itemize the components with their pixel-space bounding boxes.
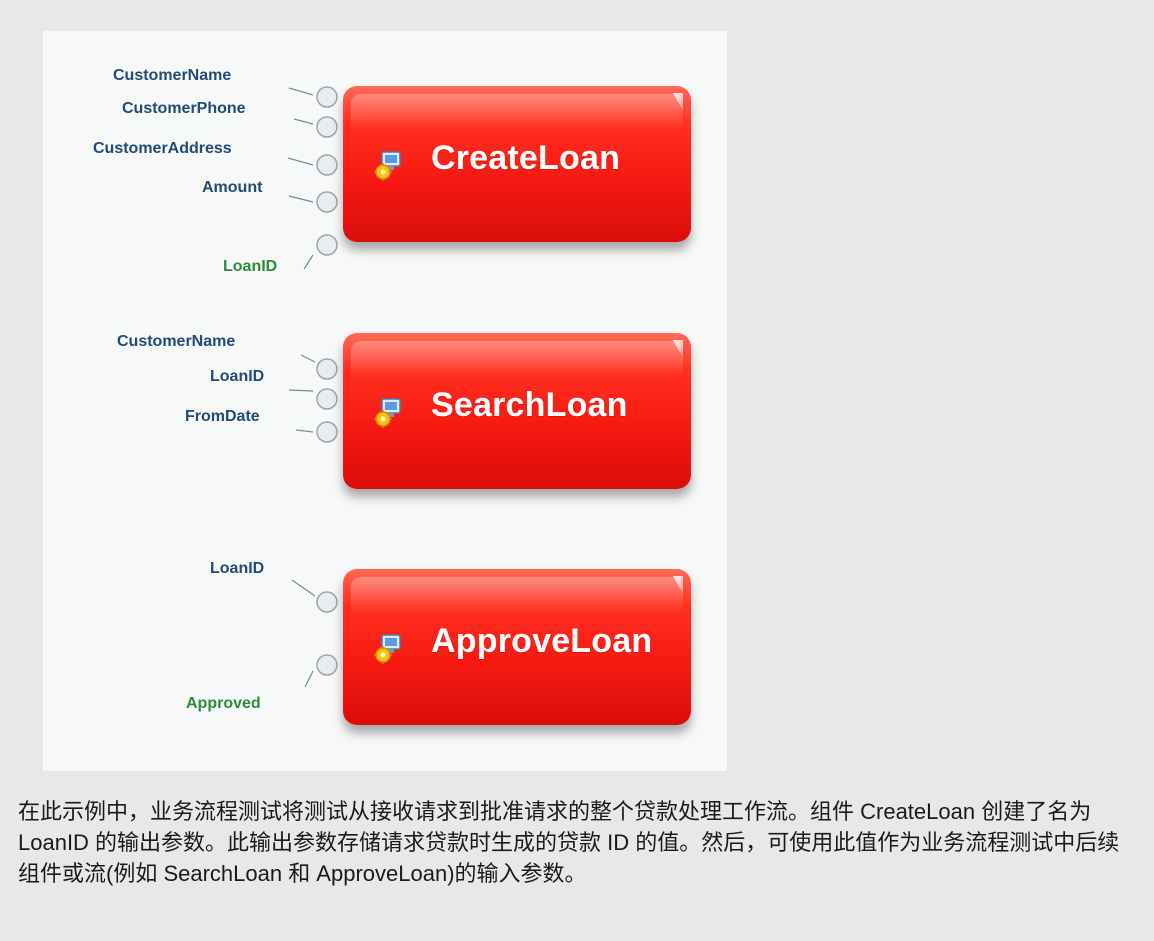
link-search-loanid bbox=[288, 389, 314, 392]
input-port-icon bbox=[316, 86, 338, 108]
link-create-customerphone bbox=[293, 118, 314, 125]
component-body bbox=[343, 86, 691, 242]
component-icon bbox=[374, 398, 401, 428]
link-create-loanid bbox=[303, 254, 314, 270]
link-search-fromdate bbox=[295, 429, 314, 433]
component-shine bbox=[351, 577, 683, 615]
diagram-caption: 在此示例中，业务流程测试将测试从接收请求到批准请求的整个贷款处理工作流。组件 C… bbox=[18, 799, 1120, 886]
searchloan-component[interactable]: SearchLoan bbox=[343, 333, 691, 489]
port-links-layer bbox=[287, 86, 338, 688]
output-label: Approved bbox=[186, 695, 261, 712]
component-icon bbox=[374, 151, 401, 181]
corner-marker bbox=[673, 340, 683, 358]
link-create-customeraddress bbox=[287, 157, 314, 166]
output-port-icon bbox=[316, 234, 338, 256]
input-port-icon bbox=[316, 191, 338, 213]
input-label: Amount bbox=[202, 179, 263, 196]
input-port-icon bbox=[316, 388, 338, 410]
output-port-icon bbox=[316, 654, 338, 676]
createloan-component[interactable]: CreateLoan bbox=[343, 86, 691, 242]
input-label: CustomerAddress bbox=[93, 140, 232, 157]
diagram-panel: CustomerName CustomerPhone CustomerAddre… bbox=[43, 31, 727, 771]
link-approve-approved bbox=[304, 670, 314, 688]
link-search-customername bbox=[300, 354, 316, 363]
link-approve-loanid bbox=[291, 579, 316, 597]
input-label: CustomerPhone bbox=[122, 100, 246, 117]
input-label: FromDate bbox=[185, 408, 260, 425]
component-shine bbox=[351, 341, 683, 379]
component-body bbox=[343, 333, 691, 489]
input-port-icon bbox=[316, 421, 338, 443]
approveloan-component[interactable]: ApproveLoan bbox=[343, 569, 691, 725]
input-label: LoanID bbox=[210, 560, 265, 577]
input-port-icon bbox=[316, 591, 338, 613]
input-label: CustomerName bbox=[117, 333, 236, 350]
link-create-amount bbox=[288, 195, 314, 203]
component-title: SearchLoan bbox=[431, 386, 628, 424]
output-label: LoanID bbox=[223, 258, 278, 275]
corner-marker bbox=[673, 576, 683, 594]
link-create-customername bbox=[288, 87, 314, 96]
input-label: CustomerName bbox=[113, 67, 232, 84]
component-icon bbox=[374, 634, 401, 664]
input-port-icon bbox=[316, 116, 338, 138]
component-title: CreateLoan bbox=[431, 139, 621, 177]
corner-marker bbox=[673, 93, 683, 111]
input-port-icon bbox=[316, 154, 338, 176]
workflow-diagram: CustomerName CustomerPhone CustomerAddre… bbox=[43, 31, 727, 771]
input-port-icon bbox=[316, 358, 338, 380]
input-label: LoanID bbox=[210, 368, 265, 385]
component-body bbox=[343, 569, 691, 725]
component-title: ApproveLoan bbox=[431, 622, 653, 660]
component-shine bbox=[351, 94, 683, 132]
